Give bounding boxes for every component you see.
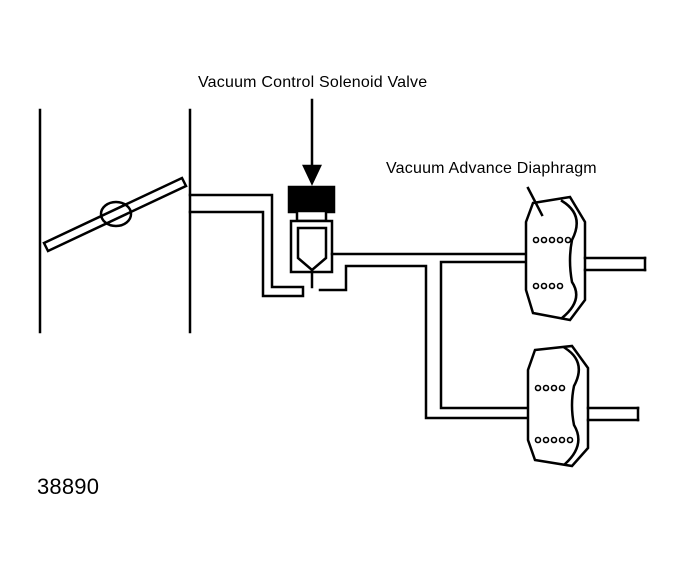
vacuum-line-inlet xyxy=(188,193,305,298)
throttle-plate xyxy=(42,176,188,253)
advance-diaphragm-label: Vacuum Advance Diaphragm xyxy=(386,160,597,177)
vacuum-line-outlet xyxy=(318,252,532,420)
solenoid-valve xyxy=(287,185,336,289)
solenoid-label-arrow xyxy=(302,98,322,186)
vacuum-advance-diaphragm-upper xyxy=(524,195,647,322)
diaphragm-label-leader xyxy=(526,186,544,217)
vacuum-advance-diaphragm-lower xyxy=(526,344,640,468)
figure-number: 38890 xyxy=(37,474,100,499)
solenoid-valve-label: Vacuum Control Solenoid Valve xyxy=(198,74,428,91)
